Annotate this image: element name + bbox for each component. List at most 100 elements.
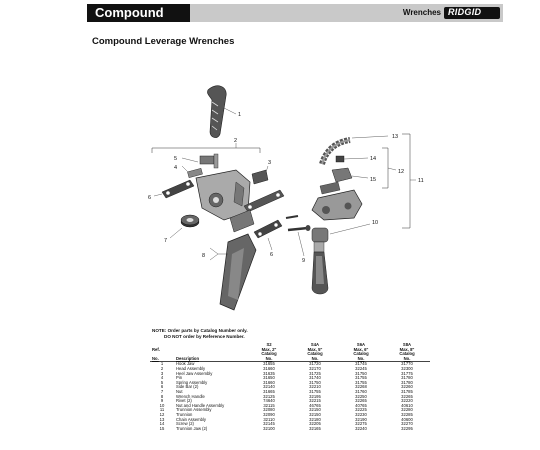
ref-number: 1	[160, 361, 164, 367]
part-description: Nut and Handle Assembly	[176, 402, 225, 408]
catalog-number: 31740	[309, 375, 321, 381]
callout-14: 14	[370, 156, 376, 162]
callout-10: 10	[372, 220, 378, 226]
callout-15: 15	[370, 177, 376, 183]
ref-header-2: No.	[150, 352, 174, 363]
callout-6-left: 6	[148, 195, 151, 201]
catalog-number: 31635	[263, 370, 275, 376]
catalog-number: 40765	[355, 402, 367, 408]
ref-number: 15	[159, 425, 165, 431]
catalog-number: 32295	[401, 425, 413, 431]
catalog-number: 32080	[263, 407, 275, 413]
callout-4: 4	[174, 165, 177, 171]
catalog-number: 32240	[355, 425, 367, 431]
catalog-number: 31665	[263, 388, 275, 394]
catalog-number: 32268	[355, 384, 367, 390]
catalog-number: 31770	[401, 361, 413, 367]
callout-8: 8	[202, 253, 205, 259]
catalog-number: 32170	[309, 365, 321, 371]
catalog-number: 32260	[401, 384, 413, 390]
part-description: Heel Jaw Assembly	[176, 370, 213, 376]
description-header: Description	[174, 352, 246, 363]
note-line-2: DO NOT order by Reference Number.	[164, 334, 245, 339]
catalog-number: 40600	[401, 416, 413, 422]
catalog-number: 32215	[309, 398, 321, 404]
rivet-part	[285, 215, 311, 232]
category-label: Wrenches	[402, 8, 441, 17]
part-description: Trunnion Assembly	[176, 407, 212, 413]
catalog-number: 32190	[355, 416, 367, 422]
catalog-number: 32275	[355, 421, 367, 427]
part-description: Wrench Handle	[176, 393, 205, 399]
trunnion-jaw-part	[331, 167, 353, 183]
catalog-number: 32150	[309, 411, 321, 417]
catalog-number: 31775	[401, 370, 413, 376]
ref-number: 11	[159, 407, 165, 413]
catalog-number: 32145	[263, 421, 275, 427]
ref-number: 9	[160, 398, 164, 404]
ref-number: 14	[159, 421, 165, 427]
table-row: 3 Heel Jaw Assembly 31635 31725 31750 31775	[150, 370, 430, 377]
callout-11: 11	[418, 178, 424, 184]
catalog-number: 32205	[309, 421, 321, 427]
catalog-number: 31755	[355, 375, 367, 381]
catalog-number: 31780	[401, 375, 413, 381]
side-bar-right-part	[243, 189, 285, 213]
catalog-number: 31725	[309, 370, 321, 376]
catalog-number: 31750	[309, 379, 321, 385]
catalog-number: 31750	[355, 370, 367, 376]
catalog-number: 31780	[401, 379, 413, 385]
catalog-number: 32110	[263, 416, 275, 422]
section-tab: Compound	[87, 4, 190, 22]
ref-number: 5	[160, 379, 164, 385]
header-band: Wrenches RIDGID	[190, 4, 503, 22]
catalog-number: 32090	[263, 411, 275, 417]
part-description: Nut	[176, 388, 183, 394]
note-line-1: NOTE: Order parts by Catalog Number only…	[152, 328, 248, 333]
catalog-number: 32265	[401, 393, 413, 399]
wrench-handle-part	[219, 209, 257, 311]
ref-number: 8	[160, 393, 164, 399]
catalog-number: 31660	[263, 379, 275, 385]
part-description: Trunnion Jaw (2)	[176, 425, 208, 431]
part-description: Chain Assembly	[176, 416, 207, 422]
ref-number: 2	[160, 365, 164, 371]
ref-number: 3	[160, 370, 164, 376]
ref-number: 6	[160, 384, 164, 390]
catalog-number: 32245	[355, 365, 367, 371]
screw-part	[335, 155, 345, 163]
ref-number: 13	[159, 416, 165, 422]
trunnion-assembly-part	[311, 181, 363, 221]
catalog-number: 32195	[309, 393, 321, 399]
callout-12: 12	[398, 169, 404, 175]
callout-5: 5	[174, 156, 177, 162]
ref-number: 12	[159, 411, 165, 417]
exploded-parts-diagram: 1 2 13 14 12 15 11 5 4 3 6 7 8 6 9 10	[148, 85, 424, 311]
catalog-number: 31745	[355, 361, 367, 367]
ref-number: 7	[160, 388, 164, 394]
catalog-number: 32265	[355, 398, 367, 404]
part-description: Spring Assembly	[176, 379, 208, 385]
catalog-number: 32230	[355, 411, 367, 417]
side-bar-left-part	[161, 179, 195, 199]
part-description: Trunnion	[176, 411, 193, 417]
callout-9: 9	[302, 258, 305, 264]
catalog-number: 32140	[263, 384, 275, 390]
catalog-number: 32220	[401, 398, 413, 404]
part-description: Pin	[176, 375, 183, 381]
catalog-number: 32300	[401, 365, 413, 371]
